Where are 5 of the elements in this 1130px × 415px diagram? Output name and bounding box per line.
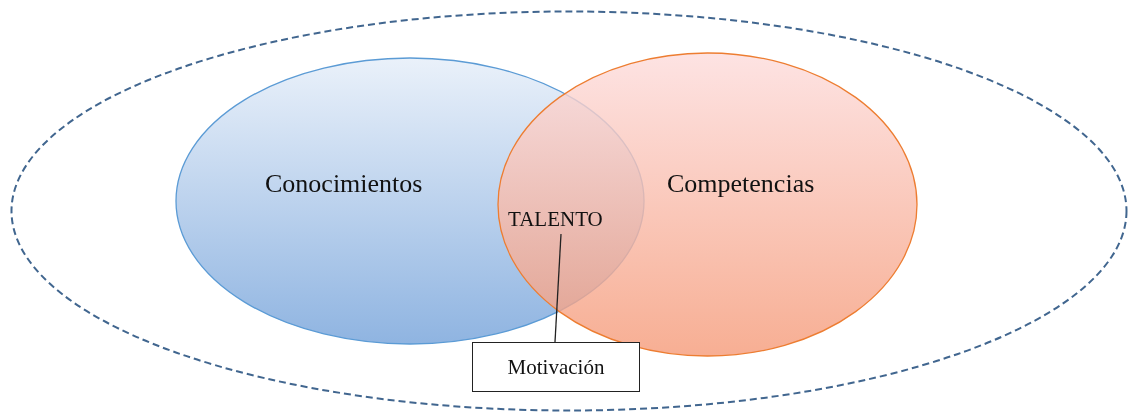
- intersection-label: TALENTO: [508, 207, 603, 232]
- leader-line: [554, 233, 562, 343]
- set-label: Conocimientos: [265, 169, 423, 199]
- set-label: Competencias: [667, 169, 815, 199]
- motivation-label-box: Motivación: [472, 342, 640, 392]
